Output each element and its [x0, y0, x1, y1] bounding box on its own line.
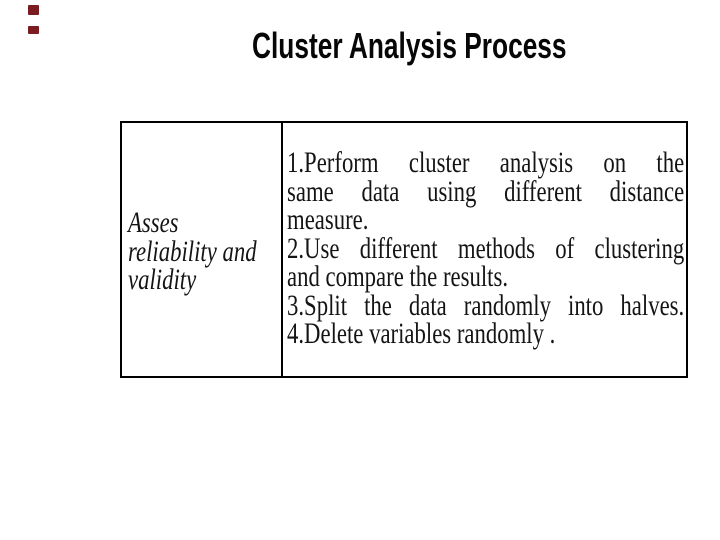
step-line-2: same data using different distance — [287, 174, 685, 208]
assess-label-line: reliability and — [128, 234, 257, 268]
step-line-6: 3.Split the data randomly into halves. — [287, 288, 685, 322]
assess-label-cell: Asses reliability and validity — [128, 206, 257, 296]
template-bullet-icon — [28, 5, 39, 15]
step-line-1: 1.Perform cluster analysis on the — [287, 146, 685, 179]
step-line-7: 4.Delete variables randomly . — [287, 317, 556, 350]
table-column-divider — [281, 123, 283, 376]
steps-cell: 1.Perform cluster analysis on the same d… — [287, 146, 685, 350]
template-bullet-icon — [28, 26, 39, 34]
assess-label-line: validity — [128, 263, 197, 296]
step-line-3: measure. — [287, 203, 369, 236]
step-line-5: and compare the results. — [287, 260, 509, 293]
slide-title: Cluster Analysis Process — [252, 25, 567, 66]
assess-reliability-table: Asses reliability and validity 1.Perform… — [120, 121, 688, 378]
step-line-4: 2.Use different methods of clustering — [287, 231, 685, 265]
assess-label-line: Asses — [128, 206, 179, 239]
